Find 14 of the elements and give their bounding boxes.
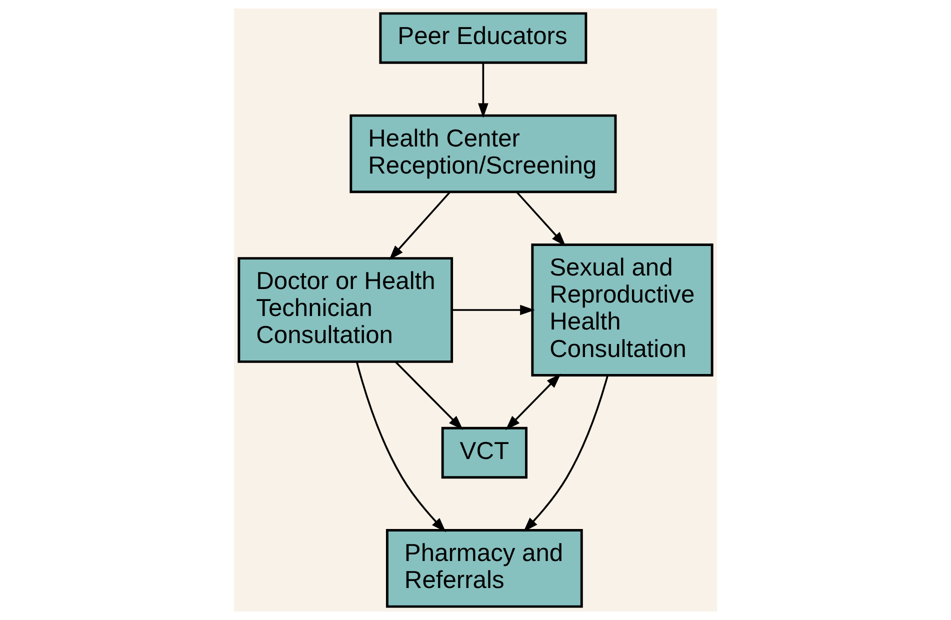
arrow [389, 192, 451, 260]
node-box: VCT [441, 426, 528, 479]
node-box: Pharmacy and Referrals [386, 529, 583, 608]
node-box: Sexual and Reproductive Health Consultation [531, 244, 714, 376]
node-box: Peer Educators [379, 12, 588, 64]
arrow [452, 304, 535, 316]
node-box: Doctor or Health Technician Consultation [238, 257, 454, 363]
arrow [394, 361, 464, 430]
arrow [506, 374, 561, 430]
arrow [356, 362, 446, 532]
arrow [516, 192, 566, 246]
arrow [478, 62, 488, 118]
arrow [523, 375, 609, 532]
node-box: Health Center Reception/Screening [350, 114, 617, 194]
